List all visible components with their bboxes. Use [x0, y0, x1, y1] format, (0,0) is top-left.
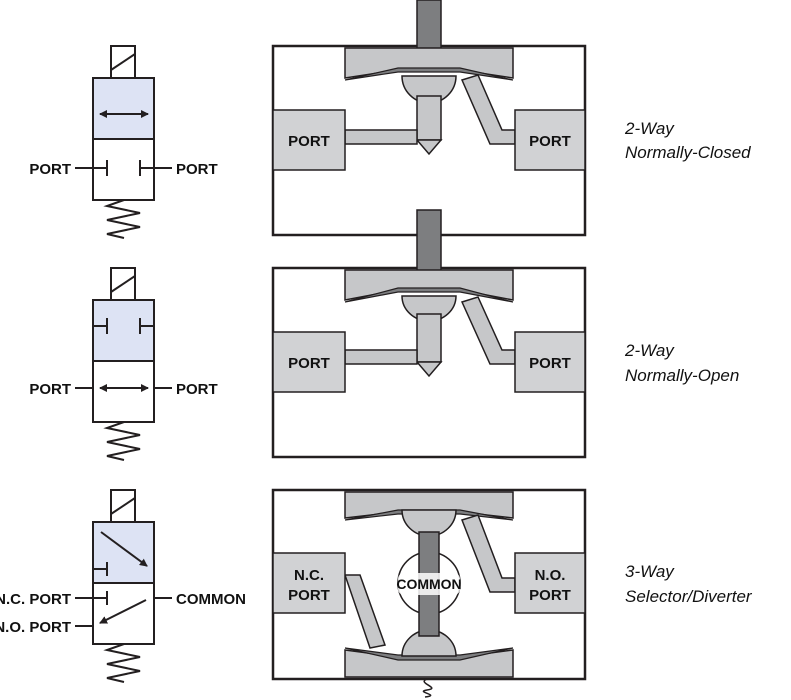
upper-diaphragm: [344, 509, 514, 521]
spring-icon: [103, 421, 141, 461]
deenergized-envelope: [92, 582, 155, 645]
caption-2way-nc: 2-Way Normally-Closed: [624, 119, 751, 162]
right-port-label: PORT: [176, 381, 218, 398]
valve-3way: COMMON N.C. PORT N.O. PORT: [271, 488, 587, 698]
flow-arrow: [100, 531, 148, 567]
right-port-box: [514, 109, 586, 171]
left-port-box: [272, 109, 346, 171]
caption-3way: 3-Way Selector/Diverter: [625, 562, 753, 606]
symbol-2way-nc: PORT PORT: [29, 45, 218, 239]
valve-right-port-label: PORT: [529, 133, 571, 150]
valve-left-port-label: PORT: [288, 355, 330, 372]
energized-envelope: [92, 521, 155, 584]
spring-icon: [103, 643, 141, 683]
nc-port-label: N.C. PORT: [0, 591, 71, 608]
diaphragm: [344, 67, 514, 81]
seat-tip: [415, 139, 443, 156]
left-port-box: [272, 331, 346, 393]
valve-2way-nc: PORT PORT: [271, 0, 587, 237]
plunger-stem: [416, 209, 442, 277]
caption-line1: 2-Way: [624, 119, 675, 138]
caption-line2: Normally-Open: [625, 366, 739, 385]
left-passage: [344, 349, 418, 365]
left-passage: [344, 129, 418, 145]
caption-line1: 2-Way: [624, 341, 675, 360]
diaphragm: [344, 287, 514, 303]
deenergized-envelope: [92, 360, 155, 423]
valve-right-port-label: PORT: [529, 355, 571, 372]
left-port-label: PORT: [29, 381, 71, 398]
valve-nc-label: N.C.: [294, 567, 324, 584]
nc-port-box: [272, 552, 346, 614]
left-port-label: PORT: [29, 161, 71, 178]
flow-arrow: [99, 599, 147, 624]
right-port-label: PORT: [176, 161, 218, 178]
valve-nc-port-label: PORT: [288, 587, 330, 604]
valve-2way-no: PORT PORT: [271, 209, 587, 459]
nc-passage: [343, 574, 386, 649]
right-port-box: [514, 331, 586, 393]
no-port-box: [514, 552, 586, 614]
valve-seat-body: [416, 95, 442, 141]
caption-2way-no: 2-Way Normally-Open: [624, 341, 739, 385]
caption-line2: Selector/Diverter: [625, 587, 753, 606]
spring-icon: [422, 678, 433, 698]
energized-envelope: [92, 299, 155, 362]
seat-tip: [415, 361, 443, 378]
deenergized-envelope: [92, 138, 155, 201]
energized-envelope: [92, 77, 155, 140]
spring-icon: [103, 199, 141, 239]
valve-common-label: COMMON: [396, 576, 461, 592]
lower-diaphragm: [344, 647, 514, 661]
valve-no-label: N.O.: [535, 567, 566, 584]
valve-left-port-label: PORT: [288, 133, 330, 150]
caption-line2: Normally-Closed: [625, 143, 751, 162]
symbol-2way-no: PORT PORT: [29, 267, 218, 461]
symbol-3way: N.C. PORT N.O. PORT COMMON: [0, 489, 246, 683]
caption-line1: 3-Way: [625, 562, 675, 581]
no-port-label: N.O. PORT: [0, 619, 71, 636]
valve-seat-body: [416, 313, 442, 363]
valve-no-port-label: PORT: [529, 587, 571, 604]
common-label: COMMON: [176, 591, 246, 608]
